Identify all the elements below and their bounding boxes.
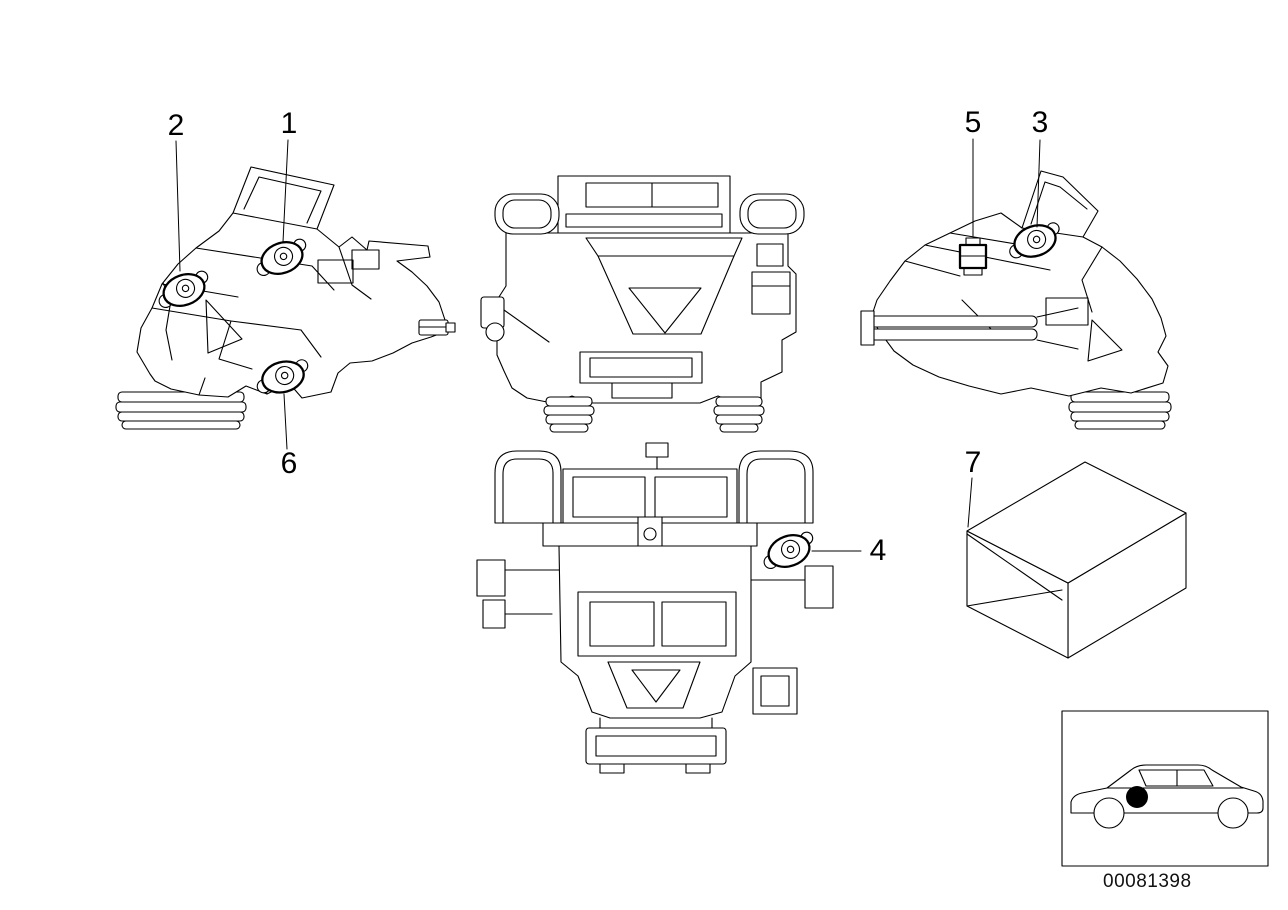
callout-label-2[interactable]: 2 (167, 109, 185, 142)
callout-label-1[interactable]: 1 (280, 107, 298, 140)
callout-label-6[interactable]: 6 (280, 447, 298, 480)
callout-label-3[interactable]: 3 (1031, 106, 1049, 139)
doc-number: 00081398 (1103, 871, 1192, 892)
callout-label-7[interactable]: 7 (964, 446, 982, 479)
solenoid-part5 (958, 237, 988, 276)
packaging-box-part7 (966, 461, 1187, 659)
location-marker-dot (1126, 786, 1148, 808)
heater-unit-right-view (860, 170, 1172, 430)
heater-unit-front-view (480, 175, 805, 433)
callout-label-5[interactable]: 5 (964, 106, 982, 139)
car-side-silhouette-icon (1070, 764, 1264, 829)
car-location-inset (1061, 710, 1269, 867)
heater-unit-left-view (115, 166, 456, 430)
callout-leader-lines (175, 138, 1041, 552)
heater-unit-bottom-view (476, 442, 834, 774)
callout-label-4[interactable]: 4 (869, 534, 887, 567)
